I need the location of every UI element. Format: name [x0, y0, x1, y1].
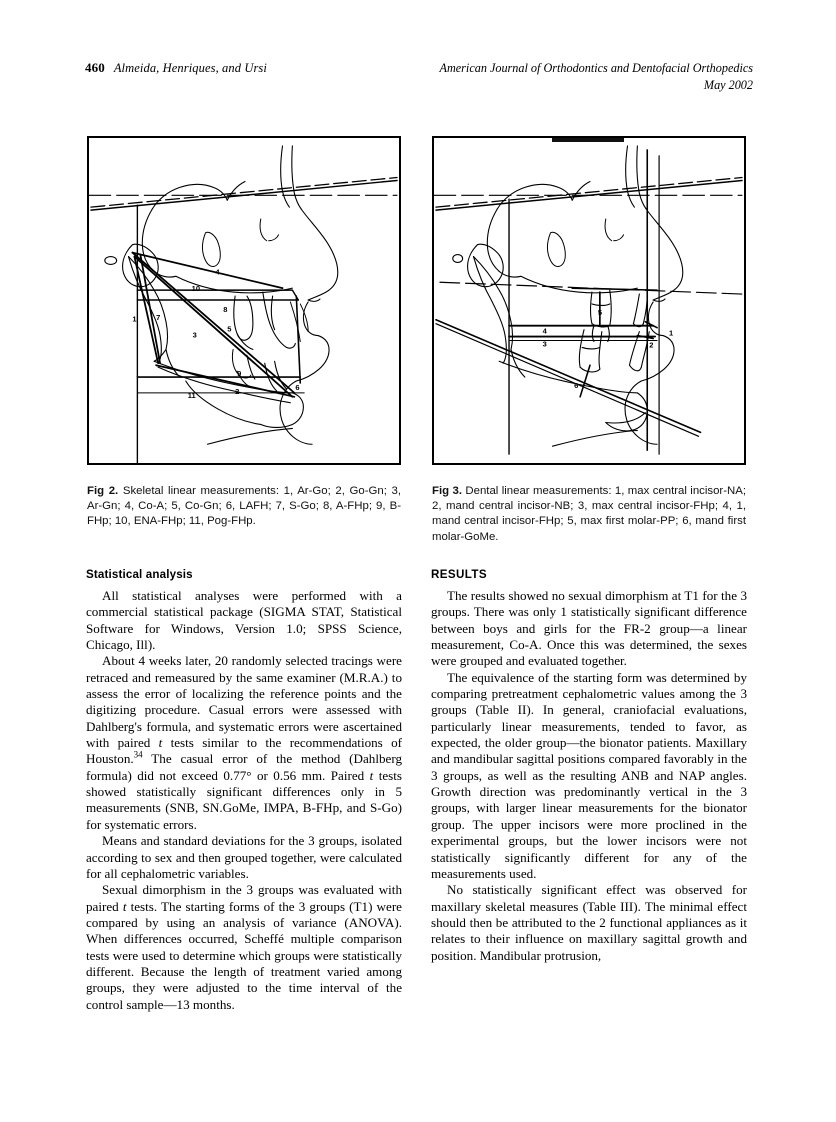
- figure-3-image: 1 2 3 4 5 6: [432, 136, 746, 465]
- fig3-marker-1: 1: [669, 329, 673, 338]
- fig2-marker-7: 7: [156, 313, 160, 322]
- right-text-column: RESULTS The results showed no sexual dim…: [431, 568, 747, 964]
- paragraph-part: Sexual dimorphism in the 3 groups was ev…: [86, 882, 402, 914]
- figure-2-label: Fig 2.: [87, 485, 119, 497]
- paragraph: Means and standard deviations for the 3 …: [86, 833, 402, 881]
- section-heading-statistical-analysis: Statistical analysis: [86, 568, 193, 581]
- running-head-left: 460 Almeida, Henriques, and Ursi: [85, 60, 267, 76]
- fig2-marker-11: 11: [188, 391, 196, 400]
- paragraph: Sexual dimorphism in the 3 groups was ev…: [86, 882, 402, 1013]
- journal-title: American Journal of Orthodontics and Den…: [439, 61, 753, 75]
- fig3-marker-4: 4: [543, 327, 548, 336]
- figure-2-caption-text: Skeletal linear measurements: 1, Ar-Go; …: [87, 485, 402, 528]
- fig2-marker-6: 6: [295, 383, 299, 392]
- paragraph: The results showed no sexual dimorphism …: [431, 588, 747, 669]
- running-head-right: American Journal of Orthodontics and Den…: [440, 60, 753, 93]
- fig3-marker-5: 5: [598, 308, 602, 317]
- fig2-marker-8: 8: [223, 305, 227, 314]
- figure-3-label: Fig 3.: [432, 485, 462, 497]
- fig3-marker-3: 3: [543, 339, 547, 348]
- fig2-marker-9: 9: [237, 369, 241, 378]
- fig2-marker-1: 1: [132, 315, 136, 324]
- figure-3-caption: Fig 3. Dental linear measurements: 1, ma…: [432, 484, 746, 545]
- scan-artifact: [552, 138, 624, 142]
- italic-t: t: [369, 767, 374, 783]
- fig2-marker-5: 5: [227, 325, 231, 334]
- figure-2-caption: Fig 2. Skeletal linear measurements: 1, …: [87, 484, 401, 530]
- paragraph: All statistical analyses were performed …: [86, 588, 402, 653]
- page-number: 460: [85, 60, 105, 75]
- paragraph-part: tests. The starting forms of the 3 group…: [86, 898, 402, 1012]
- fig2-marker-2: 2: [235, 387, 239, 396]
- figure-3-caption-text: Dental linear measurements: 1, max centr…: [432, 485, 746, 543]
- paragraph-part: About 4 weeks later, 20 randomly selecte…: [86, 653, 402, 751]
- author-list: Almeida, Henriques, and Ursi: [113, 61, 267, 75]
- cephalometric-tracing-skeletal: 1 2 3 4 5 6 7 8 9 10 11: [89, 145, 398, 463]
- paragraph: No statistically significant effect was …: [431, 882, 747, 963]
- italic-t: t: [158, 735, 163, 751]
- italic-t: t: [122, 898, 127, 914]
- fig2-marker-3: 3: [193, 331, 197, 340]
- paragraph-part: The casual error of the method (Dahlberg…: [86, 751, 402, 783]
- cephalometric-tracing-dental: 1 2 3 4 5 6: [434, 145, 743, 455]
- fig2-marker-10: 10: [192, 284, 200, 293]
- paragraph: The equivalence of the starting form was…: [431, 669, 747, 881]
- issue-date: May 2002: [703, 77, 753, 92]
- fig3-marker-2: 2: [649, 340, 653, 349]
- paragraph-part: tests showed statistically significant d…: [86, 767, 402, 832]
- reference-superscript: 34: [133, 750, 143, 761]
- paragraph: About 4 weeks later, 20 randomly selecte…: [86, 653, 402, 833]
- section-heading-results: RESULTS: [431, 568, 488, 581]
- paragraph-part: tests similar to the recommendations of …: [86, 735, 402, 767]
- left-text-column: Statistical analysis All statistical ana…: [86, 568, 402, 1013]
- running-head: 460 Almeida, Henriques, and Ursi American…: [85, 60, 753, 102]
- figure-2-image: 1 2 3 4 5 6 7 8 9 10 11: [87, 136, 401, 465]
- fig2-marker-4: 4: [215, 267, 220, 276]
- fig3-marker-6: 6: [574, 381, 578, 390]
